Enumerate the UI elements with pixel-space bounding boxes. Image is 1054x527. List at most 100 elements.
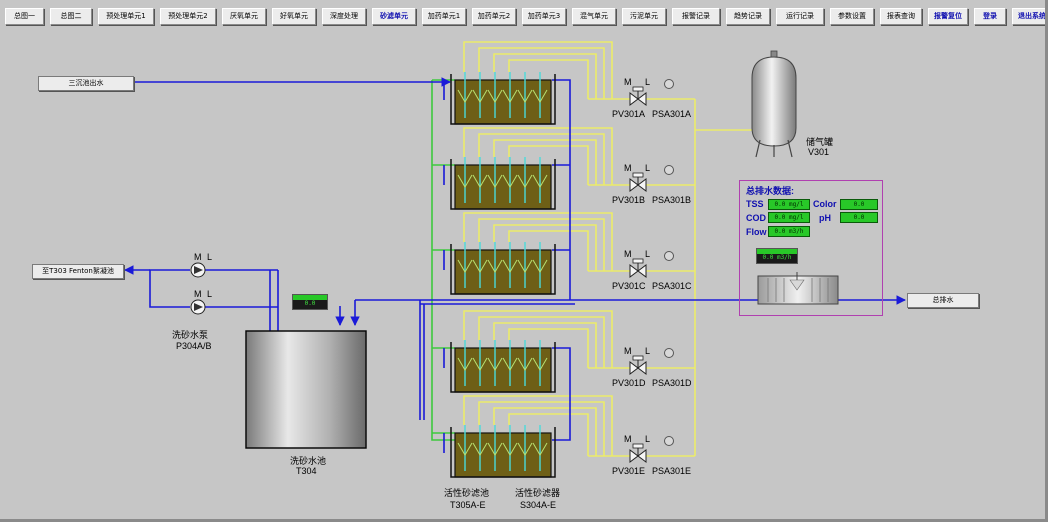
pressure-status-lamp-4	[664, 436, 674, 446]
valve-m-label-1: M	[624, 163, 632, 173]
nav-tab-6[interactable]: 深度处理	[322, 8, 366, 25]
filter-tank-rim	[450, 427, 556, 478]
pressure-status-lamp-0	[664, 79, 674, 89]
fenton-outlet-box[interactable]: 至T303 Fenton絮凝池	[32, 264, 124, 279]
sand-distributor-cone	[457, 357, 473, 371]
inlet-source-box[interactable]: 三沉池出水	[38, 76, 134, 91]
sand-distributor-cone	[532, 259, 548, 273]
valve-m-label-3: M	[624, 346, 632, 356]
nav-tab-0[interactable]: 总图一	[5, 8, 44, 25]
filter-tank-rim	[450, 244, 556, 295]
valve-tag-1: PV301B	[612, 195, 646, 205]
flow-meter-readout: 0.0 m3/h	[756, 248, 798, 264]
pressure-switch-tag-4: PSA301E	[652, 466, 692, 476]
filter-unit-name: 活性砂滤器	[515, 488, 561, 498]
air-tank-name: 储气罐	[806, 137, 834, 147]
sand-distributor-cone	[472, 89, 488, 103]
valve-tag-4: PV301E	[612, 466, 646, 476]
filter-pool-tag: T305A-E	[450, 500, 486, 510]
nav-tab-12[interactable]: 污泥单元	[622, 8, 666, 25]
sand-distributor-cone	[502, 259, 518, 273]
wash-pump-b	[190, 299, 206, 315]
nav-tab-7[interactable]: 砂滤单元	[372, 8, 416, 25]
sand-distributor-cone	[502, 357, 518, 371]
flow-meter	[757, 272, 839, 305]
sand-distributor-cone	[487, 259, 503, 273]
sand-distributor-cone	[472, 259, 488, 273]
valve-l-label-2: L	[645, 249, 651, 259]
wash-pump-a	[190, 262, 206, 278]
pressure-switch-tag-1: PSA301B	[652, 195, 692, 205]
control-valve-4[interactable]	[629, 443, 647, 463]
cod-value: 0.0 mg/l	[768, 212, 810, 223]
nav-tab-8[interactable]: 加药单元1	[422, 8, 466, 25]
sand-filter-unit-2	[450, 242, 556, 295]
valve-l-label-4: L	[645, 434, 651, 444]
pump-l-label-a: L	[207, 252, 213, 262]
sand-distributor-cone	[517, 174, 533, 188]
sand-distributor-cone	[487, 357, 503, 371]
filter-tank-body	[454, 347, 552, 393]
valve-m-label-4: M	[624, 434, 632, 444]
valve-tag-3: PV301D	[612, 378, 646, 388]
sand-distributor-cone	[457, 442, 473, 456]
sand-distributor-cone	[472, 442, 488, 456]
sand-distributor-cone	[517, 89, 533, 103]
nav-tab-14[interactable]: 趋势记录	[726, 8, 770, 25]
sand-distributor-cone	[457, 174, 473, 188]
control-valve-2[interactable]	[629, 258, 647, 278]
filter-tank-rim	[450, 159, 556, 210]
sand-distributor-cone	[457, 259, 473, 273]
valve-tag-2: PV301C	[612, 281, 646, 291]
flow-label: Flow	[746, 227, 767, 237]
control-valve-1[interactable]	[629, 172, 647, 192]
nav-tab-18[interactable]: 报警复位	[928, 8, 968, 25]
nav-tab-3[interactable]: 预处理单元2	[160, 8, 216, 25]
air-storage-tank	[751, 50, 797, 158]
wash-tank-tag: T304	[296, 466, 317, 476]
cod-label: COD	[746, 213, 766, 223]
pump-tag: P304A/B	[176, 341, 212, 351]
filter-unit-tag: S304A-E	[520, 500, 557, 510]
pressure-status-lamp-2	[664, 251, 674, 261]
sand-distributor-cone	[502, 442, 518, 456]
pump-l-label-b: L	[207, 289, 213, 299]
valve-l-label-3: L	[645, 346, 651, 356]
sand-filter-unit-3	[450, 340, 556, 393]
sand-distributor-cone	[487, 442, 503, 456]
pump-m-label-a: M	[194, 252, 202, 262]
sand-distributor-cone	[517, 442, 533, 456]
pump-m-label-b: M	[194, 289, 202, 299]
wash-tank-name: 洗砂水池	[290, 456, 327, 466]
nav-tab-15[interactable]: 运行记录	[776, 8, 824, 25]
nav-tab-1[interactable]: 总图二	[50, 8, 92, 25]
sand-distributor-cone	[532, 442, 548, 456]
sand-distributor-cone	[487, 174, 503, 188]
nav-tab-2[interactable]: 预处理单元1	[98, 8, 154, 25]
color-value: 0.0	[840, 199, 878, 210]
nav-tab-16[interactable]: 参数设置	[830, 8, 874, 25]
control-valve-3[interactable]	[629, 355, 647, 375]
nav-tab-5[interactable]: 好氧单元	[272, 8, 316, 25]
control-valve-0[interactable]	[629, 86, 647, 106]
discharge-panel-title: 总排水数据:	[746, 186, 794, 196]
nav-tab-9[interactable]: 加药单元2	[472, 8, 516, 25]
sand-filter-unit-1	[450, 157, 556, 210]
filter-tank-body	[454, 432, 552, 478]
main-discharge-box[interactable]: 总排水	[907, 293, 979, 308]
nav-tab-20[interactable]: 退出系统	[1012, 8, 1045, 25]
filter-pool-name: 活性砂滤池	[444, 488, 490, 498]
sand-distributor-cone	[472, 357, 488, 371]
color-label: Color	[813, 199, 837, 209]
nav-tab-13[interactable]: 报警记录	[672, 8, 720, 25]
filter-tank-body	[454, 164, 552, 210]
nav-tab-17[interactable]: 报表查询	[880, 8, 922, 25]
nav-tab-10[interactable]: 加药单元3	[522, 8, 566, 25]
nav-tab-11[interactable]: 混气单元	[572, 8, 616, 25]
valve-m-label-2: M	[624, 249, 632, 259]
nav-tab-4[interactable]: 厌氧单元	[222, 8, 266, 25]
nav-tab-19[interactable]: 登录	[974, 8, 1006, 25]
pressure-switch-tag-3: PSA301D	[652, 378, 692, 388]
